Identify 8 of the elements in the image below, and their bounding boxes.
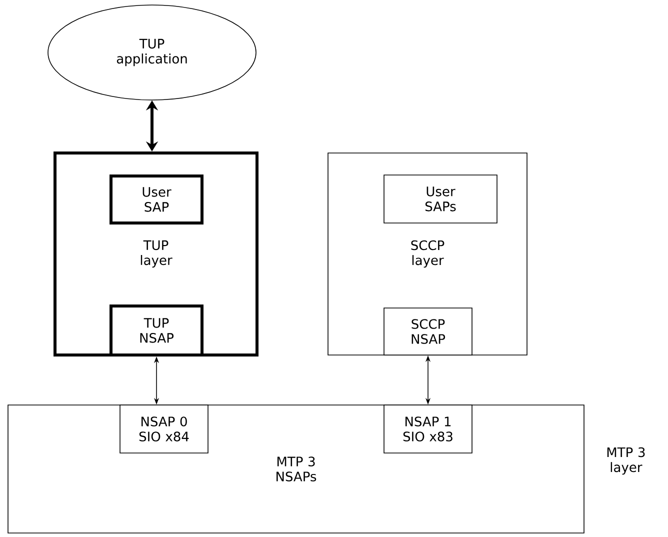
ellipse-node: TUP application bbox=[48, 4, 256, 100]
sap-box: NSAP 1 SIO x83 bbox=[384, 404, 472, 454]
sap-box: TUP NSAP bbox=[110, 304, 204, 356]
side-label: MTP 3 layer bbox=[607, 447, 645, 475]
sap-box: SCCP NSAP bbox=[384, 308, 472, 356]
sap-box: NSAP 0 SIO x84 bbox=[120, 404, 208, 454]
sap-box: User SAPs bbox=[384, 174, 498, 224]
sap-box: User SAP bbox=[110, 174, 204, 224]
